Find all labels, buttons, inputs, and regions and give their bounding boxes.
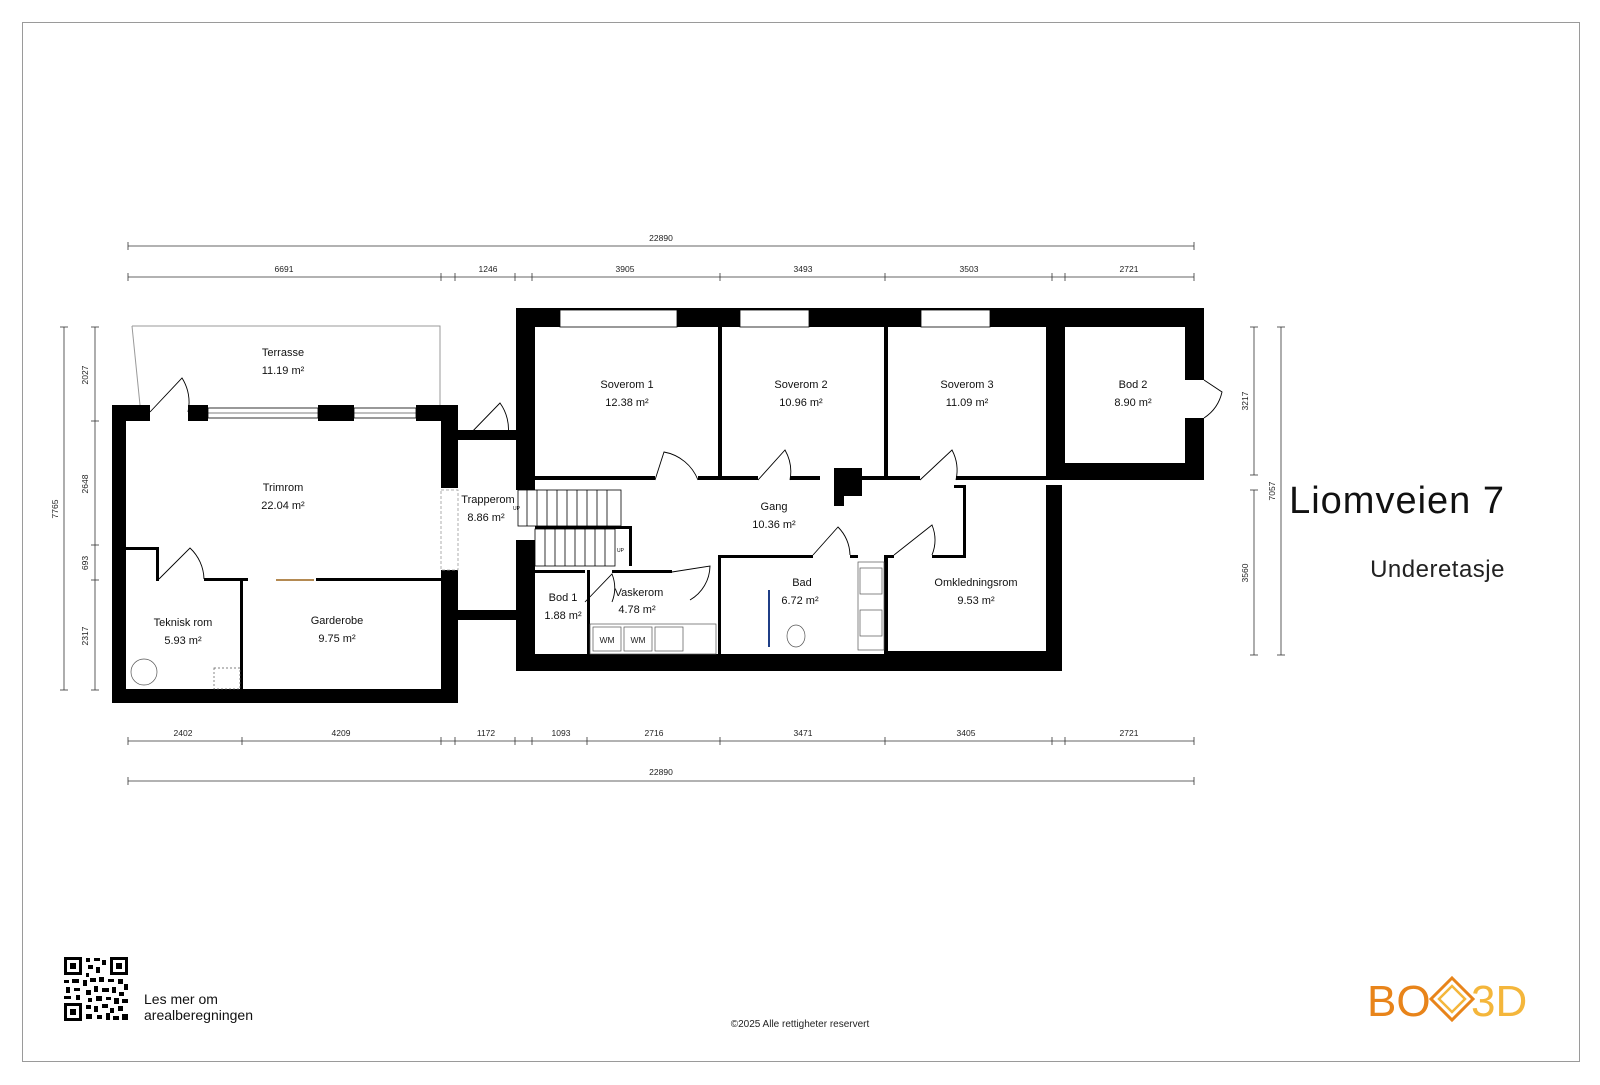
dim-top: 3905: [616, 264, 635, 274]
walls: [112, 308, 1204, 703]
boiler-icon: [130, 658, 158, 686]
dim-top-total: 22890: [649, 233, 673, 243]
room-name-vaskerom: Vaskerom: [615, 587, 664, 599]
room-area-omkledningsrom: 9.53 m²: [957, 595, 995, 607]
room-name-omkledningsrom: Omkledningsrom: [934, 577, 1017, 589]
windows: [207, 309, 991, 571]
qr-caption-line: Les mer om: [144, 991, 218, 1007]
room-area-soverom2: 10.96 m²: [779, 397, 823, 409]
room-area-gang: 10.36 m²: [752, 519, 796, 531]
dim-bottom: 2402: [174, 728, 193, 738]
copyright-text: ©2025 Alle rettigheter reservert: [730, 1019, 870, 1030]
room-area-trapperom: 8.86 m²: [467, 512, 505, 524]
dim-bottom: 3471: [794, 728, 813, 738]
room-area-bad: 6.72 m²: [781, 595, 819, 607]
dim-top: 6691: [275, 264, 294, 274]
room-name-terrasse: Terrasse: [262, 347, 304, 359]
room-area-garderobe: 9.75 m²: [318, 633, 356, 645]
fixtures: [130, 561, 885, 690]
logo-text-3d: 3D: [1471, 977, 1527, 1024]
dim-top: 3493: [794, 264, 813, 274]
dim-right-total: 7057: [1267, 481, 1277, 500]
room-area-bod1: 1.88 m²: [544, 610, 582, 622]
page-title: Liomveien 7: [1289, 480, 1505, 522]
dim-right: 3217: [1240, 391, 1250, 410]
room-name-garderobe: Garderobe: [311, 615, 364, 627]
room-name-soverom1: Soverom 1: [600, 379, 653, 391]
qr-caption-line: arealberegningen: [144, 1007, 253, 1023]
logo-diamond-icon: [1428, 975, 1476, 1023]
dim-bottom: 2716: [645, 728, 664, 738]
toilet-icon: [786, 624, 806, 648]
room-area-bod2: 8.90 m²: [1114, 397, 1152, 409]
dim-bottom: 2721: [1120, 728, 1139, 738]
dim-top: 1246: [479, 264, 498, 274]
doors: [149, 377, 1223, 603]
room-area-teknisk: 5.93 m²: [164, 635, 202, 647]
dim-right: 3560: [1240, 563, 1250, 582]
dim-top: 2721: [1120, 264, 1139, 274]
room-name-trapperom: Trapperom: [461, 494, 514, 506]
wm-label: WM: [599, 635, 614, 645]
bathroom-sink-icon: [859, 567, 883, 595]
room-area-soverom3: 11.09 m²: [946, 397, 989, 409]
room-labels: Terrasse 11.19 m² Trimrom 22.04 m² Tekni…: [154, 347, 1152, 647]
room-name-bad: Bad: [792, 577, 812, 589]
page-frame: [22, 22, 1580, 1062]
dim-bottom-total: 22890: [649, 767, 673, 777]
dim-left: 2648: [80, 474, 90, 493]
laundry-sink-icon: [654, 626, 684, 652]
staircase: [517, 489, 622, 567]
room-name-soverom2: Soverom 2: [774, 379, 827, 391]
terrace-outline: [132, 325, 441, 405]
room-area-trimrom: 22.04 m²: [261, 500, 305, 512]
brand-logo: BO 3D: [1367, 975, 1527, 1024]
dimension-labels: 22890 6691 1246 3905 3493 3503 2721 2402…: [50, 233, 1277, 777]
dimension-lines: [60, 242, 1285, 785]
floor-drain-icon: [213, 667, 241, 690]
dim-left-total: 7765: [50, 499, 60, 518]
logo-text-bo: BO: [1367, 977, 1431, 1024]
room-name-teknisk: Teknisk rom: [154, 617, 213, 629]
dim-bottom: 1172: [477, 728, 496, 738]
bathroom-sink-icon: [859, 609, 883, 637]
dim-left: 693: [80, 556, 90, 570]
dim-top: 3503: [960, 264, 979, 274]
washing-machine-icon: [623, 626, 653, 652]
room-name-bod1: Bod 1: [549, 592, 578, 604]
room-area-vaskerom: 4.78 m²: [618, 604, 656, 616]
room-name-bod2: Bod 2: [1119, 379, 1148, 391]
dim-bottom: 3405: [957, 728, 976, 738]
qr-code-icon: [64, 957, 128, 1021]
counter-icon: [589, 623, 717, 655]
room-area-terrasse: 11.19 m²: [262, 365, 305, 377]
qr-caption: Les mer om arealberegningen: [144, 991, 304, 1023]
washing-machine-icon: [592, 626, 622, 652]
page-subtitle: Underetasje: [1370, 556, 1505, 583]
room-name-gang: Gang: [761, 501, 788, 513]
room-name-trimrom: Trimrom: [263, 482, 304, 494]
dim-bottom: 4209: [332, 728, 351, 738]
dim-bottom: 1093: [552, 728, 571, 738]
room-name-soverom3: Soverom 3: [940, 379, 993, 391]
dim-left: 2027: [80, 365, 90, 384]
dim-left: 2317: [80, 626, 90, 645]
wm-label: WM: [630, 635, 645, 645]
up-label: UP: [617, 548, 625, 554]
up-label: UP: [513, 506, 521, 512]
room-area-soverom1: 12.38 m²: [605, 397, 649, 409]
